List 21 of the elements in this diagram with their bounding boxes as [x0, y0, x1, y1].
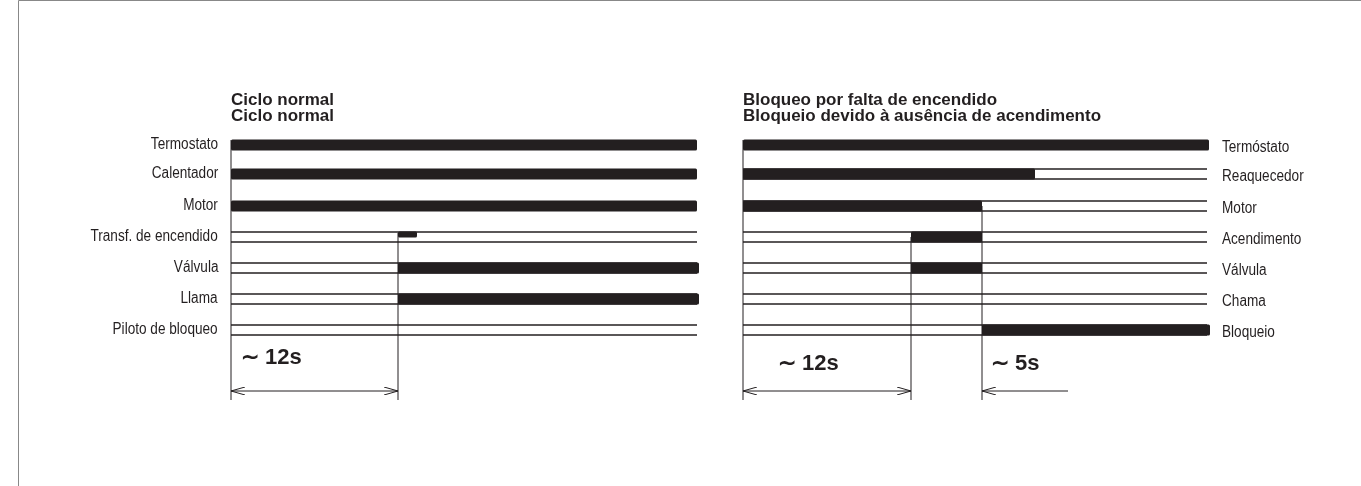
- duration-label: ∼ 12s: [241, 345, 302, 369]
- duration-label: ∼ 12s: [778, 351, 839, 375]
- duration-label: ∼ 5s: [991, 351, 1040, 375]
- chart-title: Bloqueo por falta de encendido: [743, 92, 998, 108]
- signal-label: Calentador: [151, 164, 218, 182]
- signal-label: Motor: [1222, 199, 1257, 217]
- signal-label: Piloto de bloqueo: [112, 320, 218, 338]
- signal-label: Bloqueio: [1222, 323, 1275, 341]
- signal-label: Termóstato: [1222, 138, 1290, 156]
- chart-title: Ciclo normal: [231, 92, 334, 108]
- signal-label: Válvula: [1222, 261, 1267, 279]
- signal-label: Acendimento: [1222, 230, 1302, 248]
- chart-title: Ciclo normal: [231, 108, 334, 124]
- signal-label: Llama: [180, 289, 218, 307]
- signal-label: Motor: [183, 196, 218, 214]
- signal-label: Válvula: [173, 258, 218, 276]
- signal-label: Chama: [1222, 292, 1266, 310]
- signal-label: Reaquecedor: [1222, 167, 1304, 185]
- chart-title: Bloqueio devido à ausência de acendimento: [743, 108, 1102, 124]
- signal-label: Transf. de encendido: [90, 227, 218, 245]
- signal-label: Termostato: [150, 135, 218, 153]
